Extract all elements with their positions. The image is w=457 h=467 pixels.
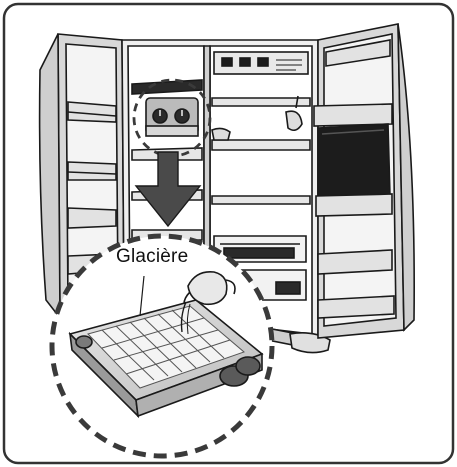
- right-door: [314, 24, 414, 338]
- ice-maker-label: Glacière: [116, 246, 188, 268]
- door-dark-bin: [318, 124, 390, 196]
